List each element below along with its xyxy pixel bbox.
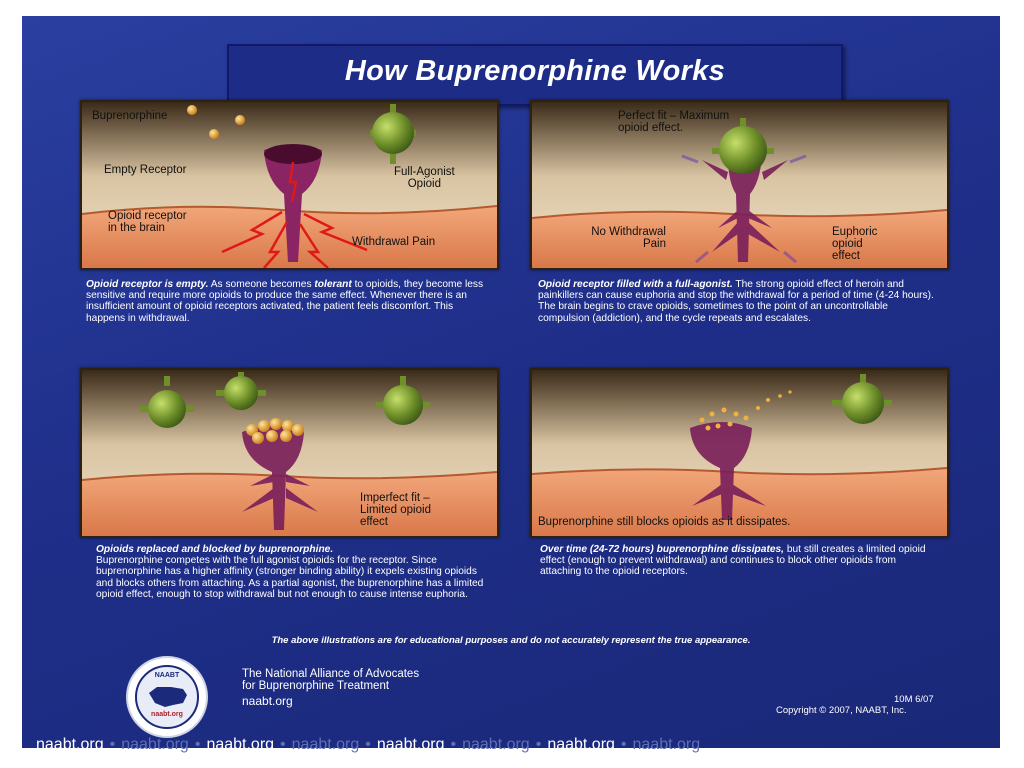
description-lead: Opioids replaced and blocked by buprenor… <box>96 544 334 555</box>
version-code: 10M 6/07 <box>894 694 934 705</box>
panel-buprenorphine-dissipates: Buprenorphine still blocks opioids as it… <box>530 368 949 538</box>
page-title: How Buprenorphine Works <box>344 55 726 87</box>
title-box: How Buprenorphine Works <box>227 44 843 106</box>
empty-receptor-illustration <box>82 102 497 268</box>
label-full-agonist: Full-Agonist Opioid <box>394 166 455 190</box>
label-buprenorphine: Buprenorphine <box>92 110 168 122</box>
description-text: Buprenorphine competes with the full ago… <box>96 555 484 600</box>
label-still-blocks: Buprenorphine still blocks opioids as it… <box>538 516 791 528</box>
description-text: to opioids, they become less sensitive a… <box>86 279 484 324</box>
naabt-seal-logo: NAABT naabt.org <box>126 656 208 738</box>
description-empty-receptor: Opioid receptor is empty. As someone bec… <box>86 279 486 324</box>
poster: How Buprenorphine Works <box>22 16 1000 753</box>
footer-links: naabt.org • naabt.org • naabt.org • naabt.org •… <box>36 736 996 760</box>
organization-name: The National Alliance of Advocates for B… <box>242 668 420 692</box>
label-withdrawal-pain: Withdrawal Pain <box>352 236 436 248</box>
footer-link[interactable]: naabt.org <box>121 736 189 753</box>
description-buprenorphine-dissipates: Over time (24-72 hours) buprenorphine di… <box>540 544 940 578</box>
full-agonist-illustration <box>532 102 947 268</box>
opioid-molecule <box>216 372 266 410</box>
description-lead: Opioid receptor filled with a full-agoni… <box>538 279 733 290</box>
footer-separator: • <box>535 736 542 753</box>
footer-separator: • <box>620 736 627 753</box>
footer-separator: • <box>280 736 286 753</box>
opioid-molecule <box>832 374 892 424</box>
footer-link[interactable]: naabt.org <box>462 736 530 753</box>
footer-link[interactable]: naabt.org <box>291 736 360 753</box>
description-text: The strong opioid effect of heroin and p… <box>538 279 934 324</box>
footer-separator: • <box>365 736 371 753</box>
label-empty-receptor: Empty Receptor <box>104 164 187 176</box>
footer-separator: • <box>450 736 457 753</box>
seal-url: naabt.org <box>151 711 183 718</box>
description-lead: Opioid receptor is empty. <box>86 279 209 290</box>
footer-link[interactable]: naabt.org <box>547 736 615 753</box>
description-lead: Over time (24-72 hours) buprenorphine di… <box>540 544 784 555</box>
label-receptor-brain: Opioid receptor in the brain <box>108 210 187 234</box>
label-imperfect-fit: Imperfect fit – Limited opioid effect <box>360 492 431 528</box>
footer-separator: • <box>194 736 201 753</box>
organization-url[interactable]: naabt.org <box>242 694 293 708</box>
label-perfect-fit: Perfect fit – Maximum opioid effect. <box>618 110 730 134</box>
panel-full-agonist: Perfect fit – Maximum opioid effect. No … <box>530 100 949 270</box>
seal-name: NAABT <box>154 672 180 679</box>
description-emphasis: tolerant <box>314 279 352 290</box>
label-euphoric: Euphoric opioid effect <box>832 226 878 262</box>
description-text: As someone becomes <box>208 279 315 290</box>
opioid-molecule <box>712 118 774 174</box>
panel-buprenorphine-blocks: Imperfect fit – Limited opioid effect <box>80 368 499 538</box>
description-text: but still creates a limited opioid effec… <box>540 544 926 578</box>
label-no-withdrawal: No Withdrawal Pain <box>591 226 666 250</box>
copyright: Copyright © 2007, NAABT, Inc. <box>776 705 907 716</box>
footer-link[interactable]: naabt.org <box>632 736 701 753</box>
panel-empty-receptor: Buprenorphine Empty Receptor Full-Agonis… <box>80 100 499 270</box>
opioid-molecule <box>370 104 416 164</box>
disclaimer: The above illustrations are for educatio… <box>271 635 751 646</box>
footer-separator: • <box>109 736 116 753</box>
description-full-agonist: Opioid receptor filled with a full-agoni… <box>538 279 938 324</box>
seal-inner: NAABT naabt.org <box>135 665 199 729</box>
us-map-icon <box>149 687 187 707</box>
footer-link[interactable]: naabt.org <box>376 736 445 753</box>
footer-link[interactable]: naabt.org <box>206 736 275 753</box>
buprenorphine-blocks-illustration <box>82 370 497 536</box>
footer-link[interactable]: naabt.org <box>36 736 104 753</box>
buprenorphine-dissipates-illustration <box>532 370 947 536</box>
opioid-molecule <box>376 376 430 425</box>
description-buprenorphine-blocks: Opioids replaced and blocked by buprenor… <box>96 544 496 600</box>
opioid-molecule <box>140 376 194 428</box>
